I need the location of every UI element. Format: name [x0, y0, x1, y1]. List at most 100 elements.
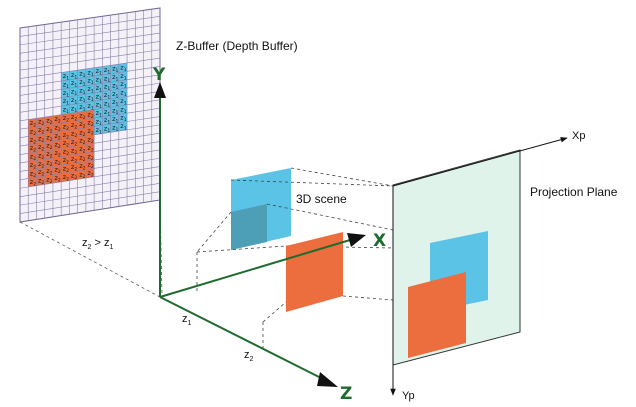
grid-row-line	[19, 74, 161, 96]
z2-cell	[52, 165, 62, 175]
z1-cell	[85, 76, 95, 86]
z1-cell	[61, 104, 70, 115]
z2-cell-label: z2	[46, 133, 52, 143]
z1-cell-label: z1	[120, 105, 126, 115]
z1-cell	[102, 107, 111, 117]
z2-cell-label: z2	[38, 126, 44, 136]
z2-cell	[52, 114, 62, 125]
z1-cell	[110, 64, 119, 74]
z2-cell-label: z2	[30, 178, 36, 188]
z1-cell	[85, 84, 95, 95]
z2-cell-label: z2	[71, 146, 77, 156]
z1-cell-label: z1	[112, 115, 118, 125]
z2-cell-label: z2	[71, 172, 77, 182]
z1-cell	[61, 79, 70, 90]
z1-cell-label: z1	[96, 84, 102, 94]
z2-cell-label: z2	[63, 131, 69, 141]
grid-row-line	[19, 99, 161, 122]
grid-row-line	[19, 149, 161, 172]
z1-cell-label: z1	[87, 85, 93, 95]
z2-cell-label: z2	[71, 163, 77, 173]
z1-cell-label: z1	[112, 123, 118, 133]
z1-cell-label: z1	[96, 76, 102, 86]
z1-cell-label: z1	[120, 89, 126, 99]
z2-cell-label: z2	[30, 119, 36, 128]
z2-cell-label: z2	[63, 148, 69, 158]
z1-cell-label: z1	[96, 126, 102, 136]
x-axis-label: X	[373, 231, 386, 251]
z2-cell	[77, 119, 86, 129]
depth-values: z1z1z1z1z1z1z1z1z1z1z1z1z1z1z1z1z1z1z1z1…	[30, 64, 127, 188]
z1-cell	[77, 94, 86, 104]
z2-cell	[52, 131, 62, 142]
z1-cell-label: z1	[104, 125, 110, 135]
z2-cell	[36, 159, 45, 169]
z1-cell	[102, 65, 111, 75]
z1-cell	[118, 104, 128, 115]
z1-cell	[118, 88, 128, 98]
z2-cell	[28, 152, 37, 162]
grid-row-line	[19, 66, 161, 88]
z2-cell-label: z2	[63, 164, 69, 174]
z2-cell-label: z2	[30, 136, 36, 146]
z1-cell	[77, 85, 86, 96]
z1-cell	[118, 62, 128, 73]
z1-cell	[118, 79, 128, 90]
z2-cell	[44, 115, 53, 126]
z1-cell-label: z1	[112, 82, 118, 92]
z2-cell	[85, 160, 95, 170]
z2-cell	[69, 120, 78, 131]
z1-cell	[69, 95, 78, 105]
z2-cell-label: z2	[30, 170, 36, 180]
grid-row-line	[19, 191, 161, 214]
z2-cell-label: z2	[30, 161, 36, 171]
z1-cell	[94, 100, 103, 110]
z2-cell	[77, 136, 86, 146]
z2-cell-label: z2	[38, 168, 44, 178]
z1-cell-label: z1	[96, 67, 102, 77]
scene-square-z2	[286, 232, 343, 312]
grid-row-line	[19, 132, 161, 155]
z1-cell	[102, 123, 111, 134]
z2-cell	[61, 155, 70, 166]
z2-cell-label: z2	[30, 153, 36, 163]
z1-cell-label: z1	[63, 80, 69, 90]
z1-cell-label: z1	[120, 80, 126, 90]
z1-cell	[110, 114, 119, 124]
z2-cell-label: z2	[63, 122, 69, 132]
grid-row-line	[19, 141, 161, 164]
z2-cell-label: z2	[46, 150, 52, 160]
z2-cell	[69, 112, 78, 122]
z1-cell-label: z1	[112, 90, 118, 100]
z1-cell-label: z1	[104, 74, 110, 84]
z2-cell-label: z2	[46, 159, 52, 169]
z2-cell-label: z2	[46, 167, 52, 177]
grid-row-line	[19, 32, 161, 54]
z2-cell-label: z2	[79, 162, 85, 172]
z1-cell-label: z1	[63, 89, 69, 99]
z2-cell-label: z2	[38, 143, 44, 153]
z1-cell	[69, 103, 78, 114]
grid-row-line	[19, 16, 161, 37]
z1-cell-label: z1	[63, 72, 69, 82]
grid-row-line	[19, 166, 161, 189]
grid-row-line	[19, 24, 161, 46]
xp-axis-label: Xp	[572, 130, 585, 142]
z1-cell-label: z1	[87, 77, 93, 87]
z2-cell-label: z2	[30, 127, 36, 137]
z1-cell-label: z1	[71, 79, 77, 89]
z2-cell-label: z2	[79, 112, 85, 122]
z1-cell-label: z1	[71, 88, 77, 98]
z1-cell	[110, 72, 119, 83]
projected-square-z2	[408, 272, 466, 358]
grid-row-line	[19, 91, 161, 113]
z1-cell	[94, 83, 103, 93]
z2-cell	[77, 110, 86, 121]
z1-cell	[77, 102, 86, 113]
z2-cell	[85, 134, 95, 145]
z1-cell-label: z1	[112, 107, 118, 117]
z1-cell-label: z1	[71, 104, 77, 114]
grid-row-line	[19, 174, 161, 197]
z2-cell	[69, 137, 78, 148]
